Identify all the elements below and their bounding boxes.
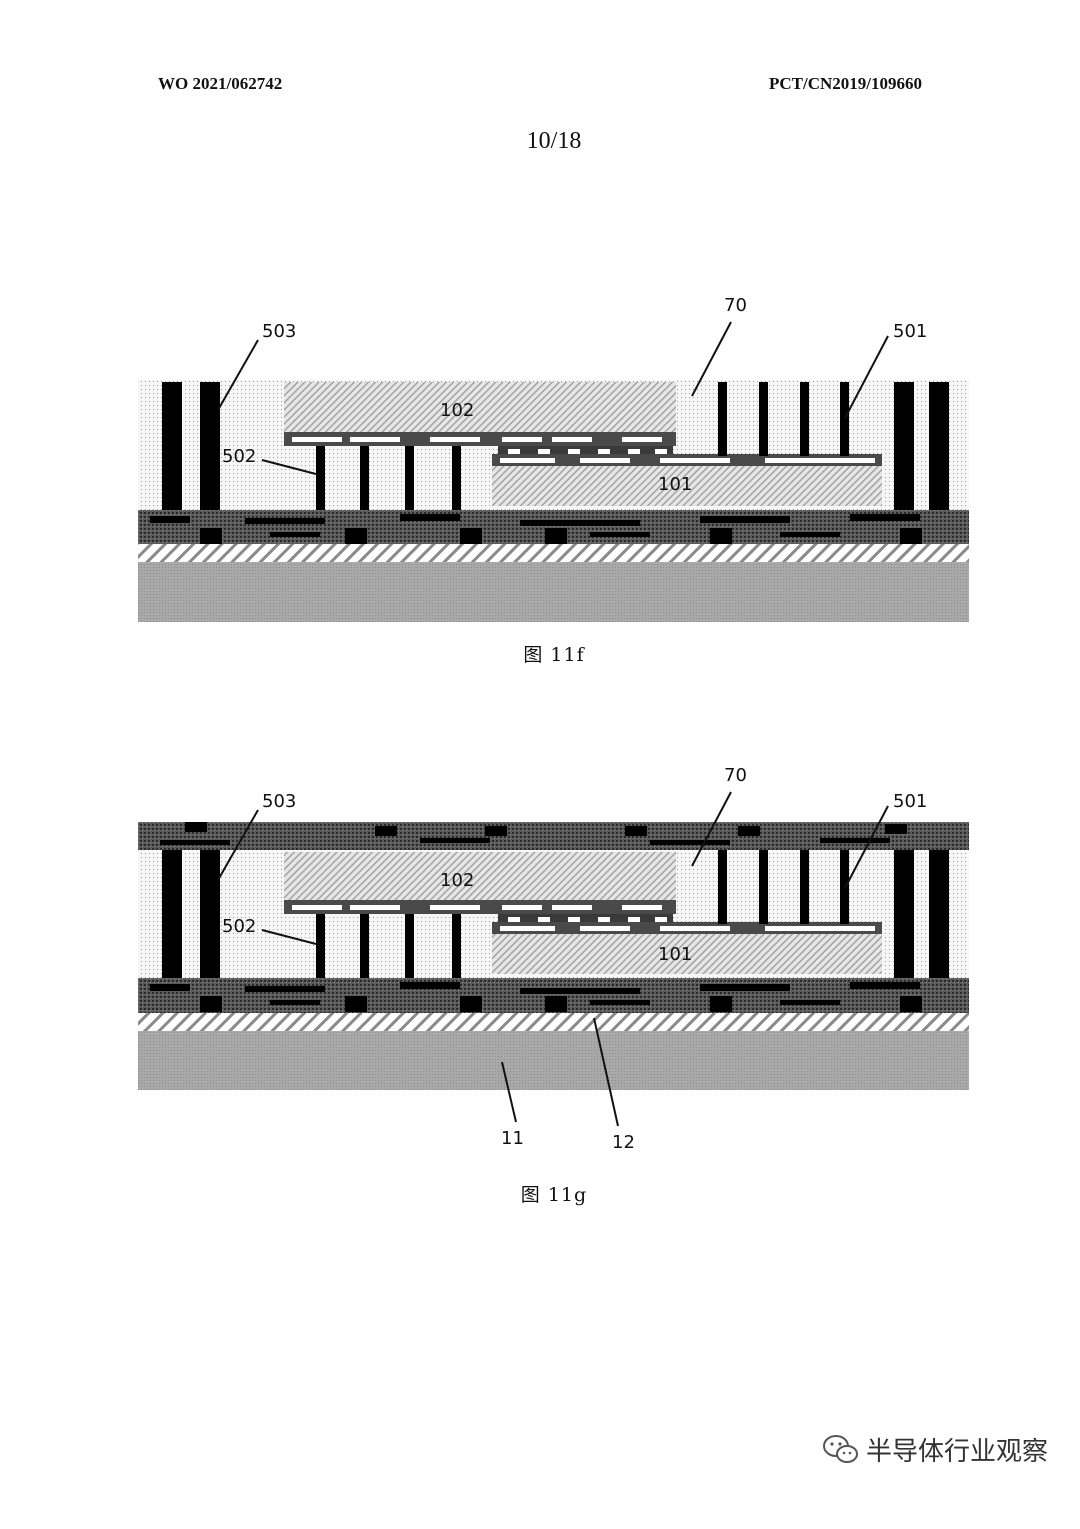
chip-101 — [492, 934, 882, 974]
label-102: 102 — [440, 400, 474, 421]
watermark: 半导体行业观察 — [822, 1425, 1062, 1475]
wechat-icon — [823, 1435, 858, 1463]
label-503: 503 — [262, 321, 296, 342]
pillars-502 — [316, 446, 461, 510]
label-101: 101 — [658, 474, 692, 495]
label-503: 503 — [262, 791, 296, 812]
sheet-number: 10/18 — [526, 128, 582, 154]
top-redistribution-layer — [138, 822, 969, 850]
release-layer — [138, 1013, 969, 1031]
figure-11g-caption: 图 11g — [520, 1184, 588, 1206]
pillars-502 — [316, 914, 461, 978]
leader-lines — [217, 321, 889, 475]
rdl-traces — [150, 982, 922, 1012]
chip-102 — [284, 852, 676, 902]
label-11: 11 — [501, 1128, 524, 1149]
chip-102 — [284, 382, 676, 434]
leader-lines — [217, 791, 889, 1127]
figure-11f: 70 503 501 502 102 101 — [138, 295, 969, 622]
label-70: 70 — [724, 295, 747, 316]
carrier-substrate — [138, 1031, 969, 1090]
label-101: 101 — [658, 944, 692, 965]
carrier-substrate — [138, 562, 969, 622]
release-layer — [138, 544, 969, 562]
label-501: 501 — [893, 791, 927, 812]
label-12: 12 — [612, 1132, 635, 1153]
chip-101 — [492, 466, 882, 506]
rdl-traces — [150, 514, 922, 544]
watermark-text: 半导体行业观察 — [866, 1437, 1049, 1467]
label-501: 501 — [893, 321, 927, 342]
figure-11g: 70 503 501 502 102 101 11 12 — [138, 765, 969, 1153]
through-vias-503 — [162, 382, 949, 510]
publication-number: WO 2021/062742 — [158, 74, 283, 93]
label-70: 70 — [724, 765, 747, 786]
label-102: 102 — [440, 870, 474, 891]
through-vias-503 — [162, 850, 949, 978]
figure-11f-caption: 图 11f — [523, 644, 585, 666]
label-502: 502 — [222, 916, 256, 937]
pillars-501 — [718, 382, 849, 456]
application-number: PCT/CN2019/109660 — [769, 74, 922, 93]
package-cross-section — [138, 380, 969, 622]
label-502: 502 — [222, 446, 256, 467]
chip-102-bumps — [292, 437, 662, 442]
package-cross-section — [138, 822, 969, 1090]
